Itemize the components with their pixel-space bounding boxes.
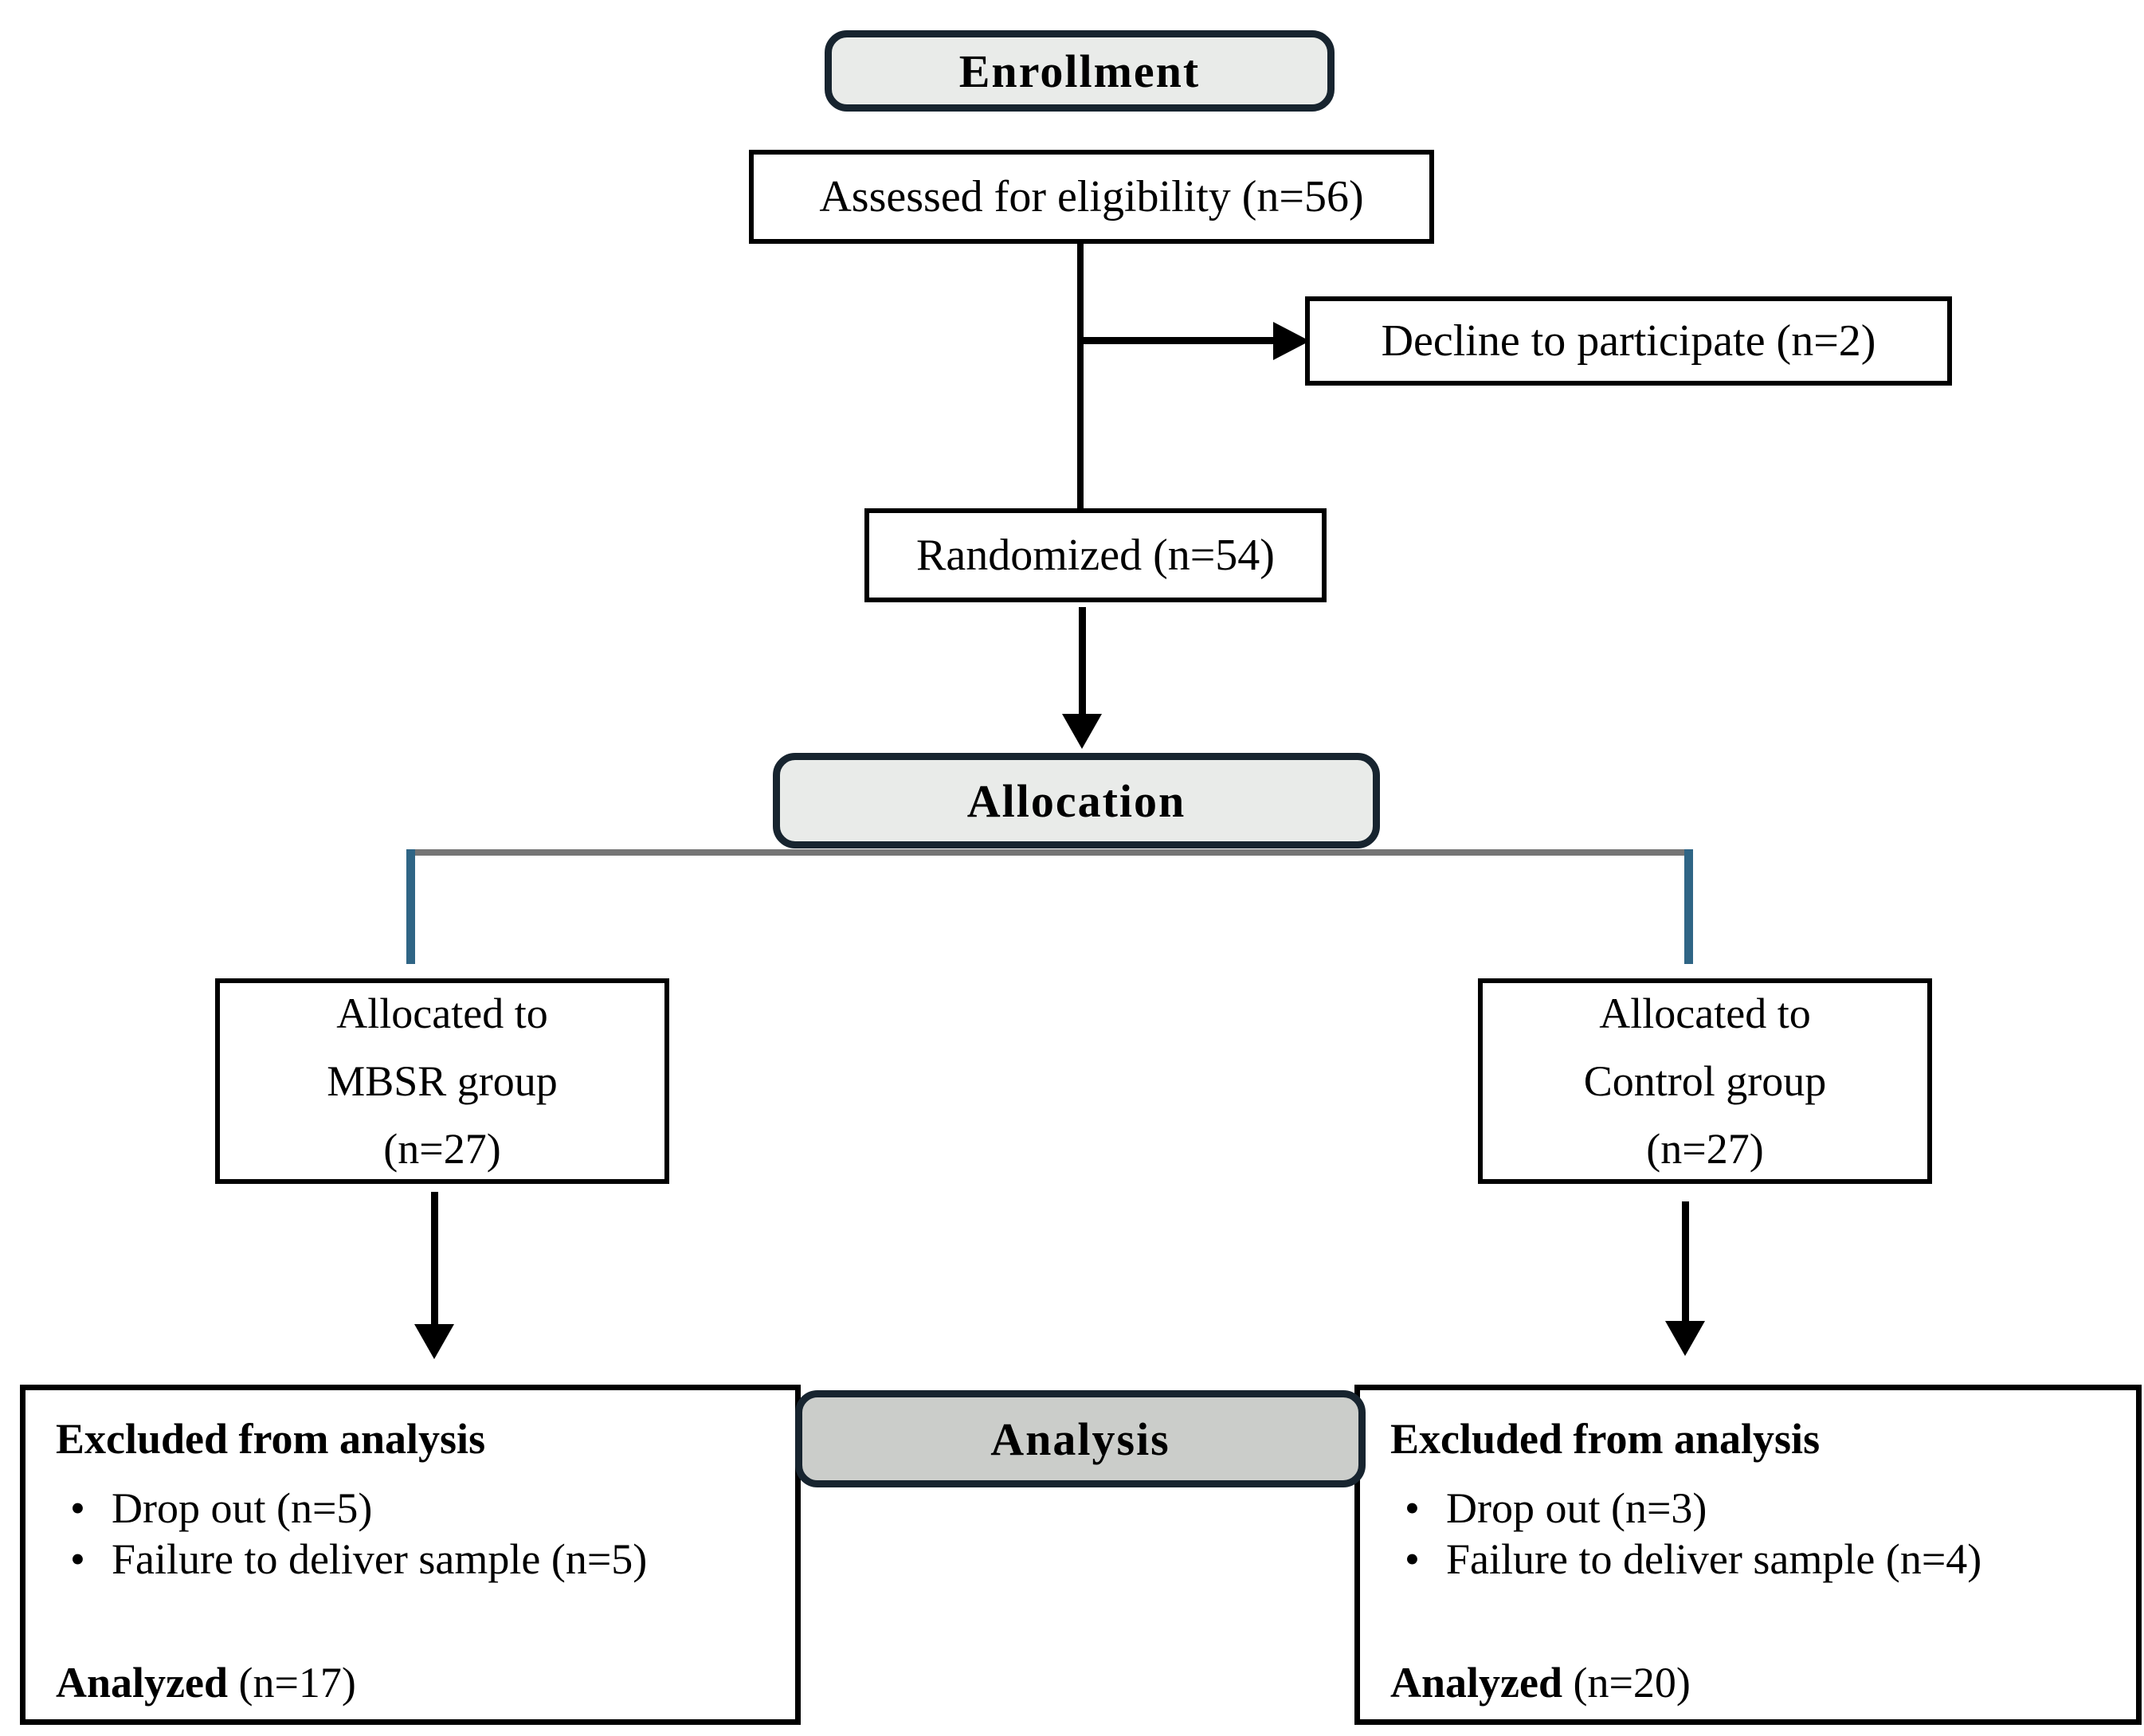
node-excluded-from-analysis-control: Excluded from analysis Drop out (n=3) Fa… [1354,1385,2142,1725]
excluded-mbsr-bullet-failure: Failure to deliver sample (n=5) [56,1534,771,1585]
node-declined-label: Decline to participate (n=2) [1381,316,1876,366]
node-decline-to-participate: Decline to participate (n=2) [1305,296,1952,386]
node-randomized: Randomized (n=54) [864,508,1327,602]
excluded-control-bullet-dropout: Drop out (n=3) [1390,1483,2112,1534]
node-excluded-from-analysis-mbsr: Excluded from analysis Drop out (n=5) Fa… [20,1385,801,1725]
node-mbsr-line-2: MBSR group [327,1056,558,1105]
bullet-icon [56,1483,112,1534]
stage-enrollment-label: Enrollment [958,45,1201,97]
arrow-randomized-to-allocation-arrowhead-icon [1062,714,1102,749]
stage-allocation-label: Allocation [966,774,1186,827]
stage-analysis-label: Analysis [990,1413,1170,1465]
node-control-line-2: Control group [1583,1056,1827,1105]
node-allocated-mbsr-group: Allocated to MBSR group (n=27) [215,978,669,1184]
connector-branch-left-vertical [406,849,415,964]
excluded-mbsr-bullet-dropout: Drop out (n=5) [56,1483,771,1534]
bullet-icon [1390,1483,1446,1534]
analyzed-mbsr-line: Analyzed (n=17) [56,1658,771,1707]
analyzed-mbsr-label: Analyzed [56,1659,239,1707]
node-allocated-control-group: Allocated to Control group (n=27) [1478,978,1932,1184]
stage-banner-allocation: Allocation [773,753,1380,848]
analyzed-control-label: Analyzed [1390,1659,1574,1707]
excluded-control-bullet-failure-text: Failure to deliver sample (n=4) [1446,1535,1982,1583]
node-randomized-label: Randomized (n=54) [916,531,1275,580]
connector-allocation-branch-horizontal [410,849,1693,856]
arrow-randomized-to-allocation-line [1079,607,1086,719]
arrow-decline-line [1080,337,1276,344]
node-assessed-label: Assessed for eligibility (n=56) [819,172,1364,221]
node-mbsr-line-3: (n=27) [383,1124,501,1173]
arrow-control-to-excluded-line [1682,1201,1689,1326]
bullet-icon [56,1534,112,1585]
excluded-mbsr-bullet-failure-text: Failure to deliver sample (n=5) [112,1535,648,1583]
connector-branch-right-vertical [1684,849,1693,964]
analyzed-control-value: (n=20) [1573,1659,1691,1707]
analyzed-mbsr-value: (n=17) [238,1659,356,1707]
node-control-line-1: Allocated to [1599,989,1811,1037]
connector-assessed-to-randomized [1077,242,1084,510]
stage-banner-analysis: Analysis [795,1390,1366,1487]
arrow-control-to-excluded-arrowhead-icon [1665,1321,1705,1356]
arrow-decline-arrowhead-icon [1273,322,1310,360]
node-mbsr-label: Allocated to MBSR group (n=27) [327,980,558,1183]
excluded-mbsr-title: Excluded from analysis [56,1415,486,1463]
excluded-control-bullet-dropout-text: Drop out (n=3) [1446,1484,1707,1532]
analyzed-control-line: Analyzed (n=20) [1390,1658,2112,1707]
stage-banner-enrollment: Enrollment [825,30,1335,112]
node-control-line-3: (n=27) [1646,1124,1764,1173]
excluded-control-title: Excluded from analysis [1390,1415,1821,1463]
arrow-mbsr-to-excluded-arrowhead-icon [414,1324,454,1359]
node-mbsr-line-1: Allocated to [336,989,548,1037]
node-control-label: Allocated to Control group (n=27) [1584,980,1827,1183]
bullet-icon [1390,1534,1446,1585]
arrow-mbsr-to-excluded-line [431,1192,438,1329]
excluded-control-bullet-failure: Failure to deliver sample (n=4) [1390,1534,2112,1585]
node-assessed-for-eligibility: Assessed for eligibility (n=56) [749,150,1434,244]
excluded-mbsr-bullet-dropout-text: Drop out (n=5) [112,1484,373,1532]
